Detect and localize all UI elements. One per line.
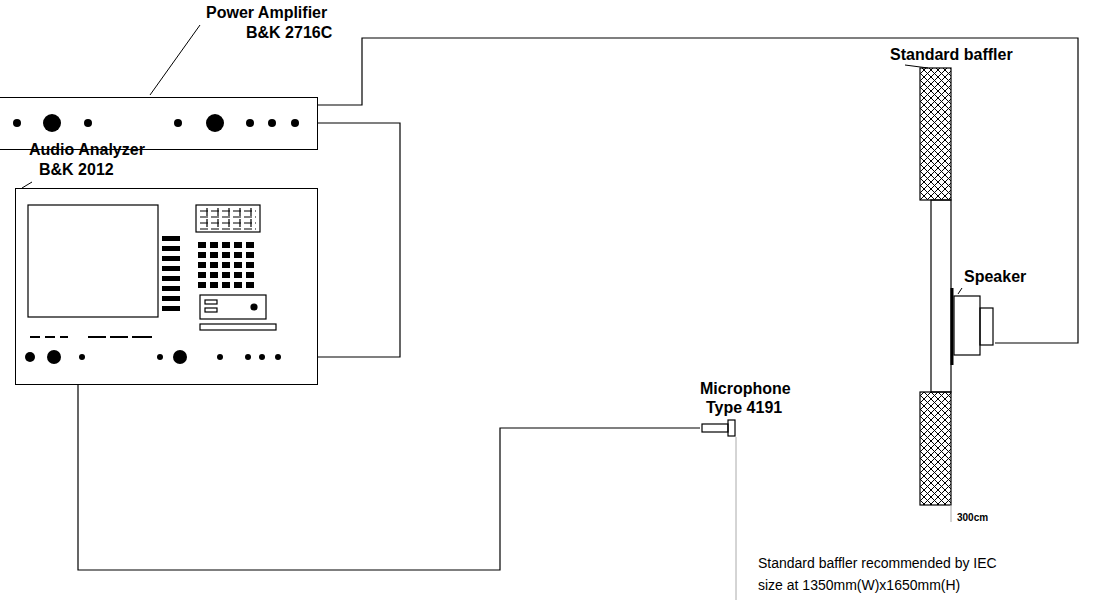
distance-label: 300cm — [957, 512, 988, 524]
microphone-unit: MicrophoneType 4191 — [700, 419, 737, 438]
speaker-unit: Speaker — [950, 288, 995, 365]
signal-cable — [318, 38, 1078, 343]
label-holder: Type 4191 — [706, 399, 782, 417]
analyzer-panel — [25, 205, 281, 364]
baffle-symbol — [920, 68, 951, 522]
leader-lines — [22, 25, 962, 294]
signal-cable — [78, 385, 700, 570]
device-label: Speaker — [964, 268, 1026, 286]
device-label: Standard baffler — [890, 46, 1013, 64]
device-label: Power Amplifier — [206, 4, 327, 22]
label-holder: Standard baffler recommended by IEC size… — [758, 552, 1016, 597]
baffle-panel: Standard baffler — [919, 67, 952, 506]
microphone-symbol — [702, 420, 736, 600]
label-holder: Microphone — [700, 380, 791, 398]
signal-cable — [318, 123, 400, 357]
label-holder: 300cm — [957, 512, 988, 524]
device-label: Type 4191 — [706, 399, 782, 417]
note-text: Standard baffler recommended by IEC size… — [758, 552, 1016, 597]
speaker-symbol — [952, 288, 993, 365]
label-holder: B&K 2012 — [39, 161, 114, 179]
label-holder: Power Amplifier — [206, 4, 327, 22]
label-holder: Speaker — [964, 268, 1026, 286]
device-label: Microphone — [700, 380, 791, 398]
amplifier-knobs — [13, 114, 299, 132]
label-holder: B&K 2716C — [246, 24, 332, 42]
device-label: B&K 2716C — [246, 24, 332, 42]
analyzer-unit: Audio AnalyzerB&K 2012 — [15, 188, 318, 385]
device-label: Audio Analyzer — [29, 141, 145, 159]
device-label: B&K 2012 — [39, 161, 114, 179]
label-holder: Audio Analyzer — [29, 141, 145, 159]
label-holder: Standard baffler — [890, 46, 1013, 64]
